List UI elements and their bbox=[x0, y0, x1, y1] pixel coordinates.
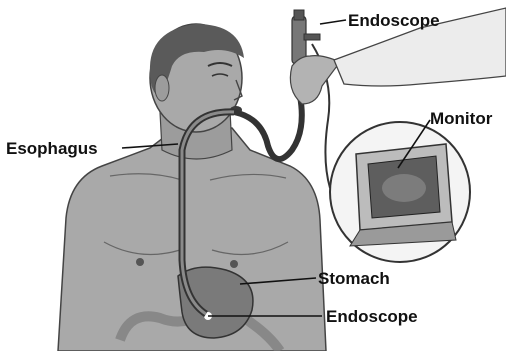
stomach-organ bbox=[178, 267, 253, 338]
label-stomach: Stomach bbox=[318, 269, 390, 288]
nipple-right bbox=[230, 260, 238, 268]
hand-shape bbox=[290, 56, 340, 104]
label-endoscope-top: Endoscope bbox=[348, 11, 440, 30]
monitor-magnified bbox=[330, 122, 470, 262]
handle-control bbox=[304, 34, 320, 40]
ear bbox=[155, 75, 169, 101]
leader-endoscope-top bbox=[320, 20, 346, 24]
label-monitor: Monitor bbox=[430, 109, 493, 128]
label-endoscope-bottom: Endoscope bbox=[326, 307, 418, 326]
screen-image bbox=[382, 174, 426, 202]
handle-cap bbox=[294, 10, 304, 20]
label-esophagus: Esophagus bbox=[6, 139, 98, 158]
nipple-left bbox=[136, 258, 144, 266]
